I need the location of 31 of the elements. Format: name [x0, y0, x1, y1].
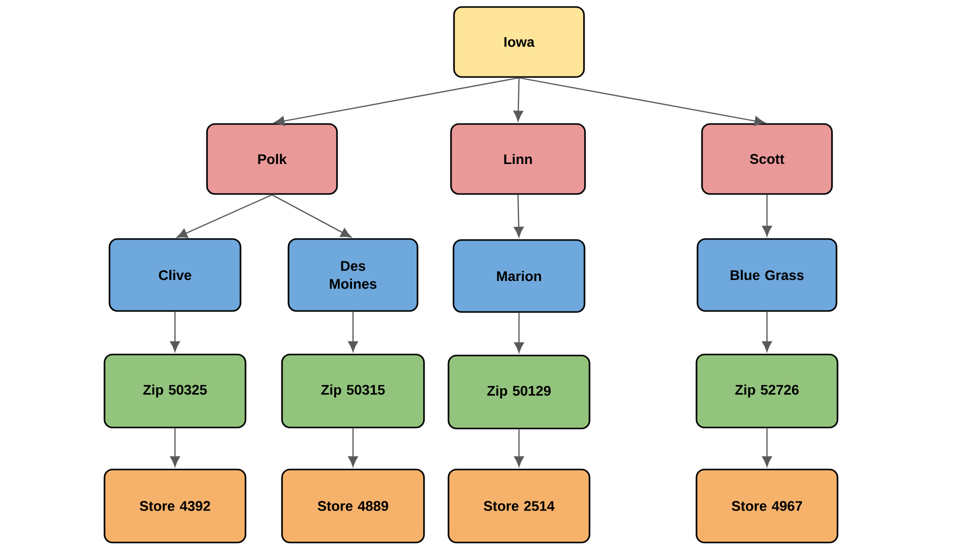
node-box: Store 4889 [281, 468, 425, 544]
node-box: Zip 50315 [281, 354, 425, 428]
arrow [514, 312, 524, 353]
arrow [518, 77, 766, 126]
node-box: Store 4392 [104, 468, 246, 544]
arrow [762, 428, 772, 467]
node-box: Linn [450, 123, 586, 195]
arrow [170, 312, 180, 352]
arrow [170, 428, 180, 467]
arrow [514, 194, 524, 238]
node-box: Zip 50129 [448, 354, 590, 430]
node-box: Polk [206, 123, 338, 195]
node-box: Marion [452, 239, 586, 313]
node-box: Des Moines [288, 238, 418, 312]
arrow [348, 428, 358, 467]
arrow [274, 77, 520, 126]
node-box: Clive [108, 238, 242, 312]
node-box: Zip 50325 [104, 354, 246, 428]
arrow [348, 312, 358, 352]
node-box: Store 2514 [448, 468, 590, 544]
node-box: Zip 52726 [696, 354, 838, 428]
arrow [762, 194, 772, 236]
node-box: Store 4967 [696, 468, 838, 544]
node-box: Scott [701, 123, 833, 195]
arrow [272, 194, 352, 238]
arrow [513, 78, 524, 122]
arrow [762, 312, 772, 352]
node-box: Blue Grass [696, 238, 838, 312]
node-box: Iowa [453, 6, 585, 78]
arrow [514, 429, 524, 467]
arrow [176, 194, 272, 238]
